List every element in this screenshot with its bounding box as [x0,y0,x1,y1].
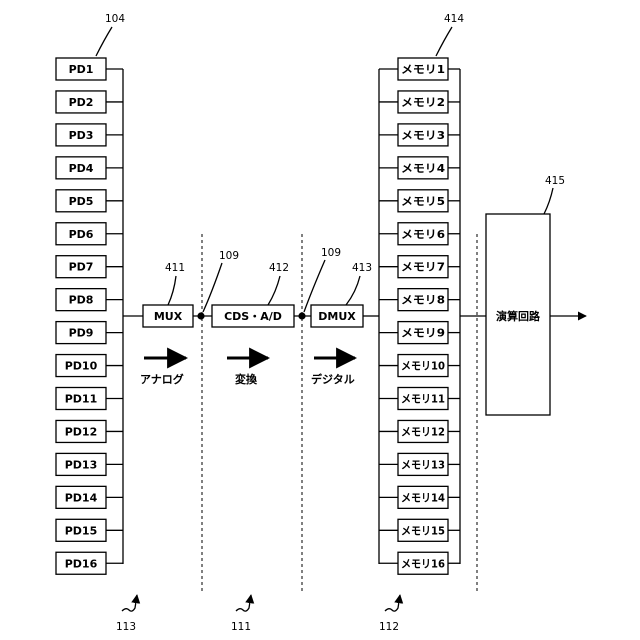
memory-column: メモリ1 メモリ2 メモリ3 メモリ4 メモリ5 メモリ6 メモリ7 メモリ8 メモリ9 メモリ1… [379,58,460,574]
memory-label: メモリ13 [401,458,445,471]
mux-label: MUX [154,310,183,323]
pd-label: PD12 [65,425,98,438]
ref-node-right: 109 [321,247,341,259]
pd-label: PD3 [69,129,94,142]
leader-calc [544,188,553,214]
leader-pd-group [96,27,112,56]
ref-region-analog: 113 [116,621,136,633]
memory-label: メモリ15 [401,524,445,537]
digital-caption: デジタル [311,372,355,386]
pd-label: PD1 [69,63,94,76]
pd-label: PD5 [69,195,94,208]
node-dot-left [197,312,204,319]
pd-label: PD16 [65,557,98,570]
ref-node-left: 109 [219,250,239,262]
squiggle-arrow-111 [236,595,251,611]
ref-pd-group: 104 [105,13,125,25]
pd-label: PD10 [65,360,98,373]
pd-label: PD15 [65,524,98,537]
cds-ad-label: CDS・A/D [224,310,282,323]
convert-caption: 変換 [235,372,258,386]
memory-label: メモリ8 [401,294,445,307]
pd-label: PD9 [69,327,94,340]
memory-label: メモリ11 [401,393,445,406]
pd-label: PD6 [69,228,94,241]
pd-label: PD4 [69,162,94,175]
leader-memory-group [436,27,452,56]
ref-mux: 411 [165,262,185,274]
ref-cds: 412 [269,262,289,274]
photodiode-column: PD1PD2PD3PD4PD5PD6PD7PD8PD9PD10PD11PD12P… [56,58,123,574]
memory-label: メモリ6 [401,228,445,241]
ref-region-digital: 112 [379,621,399,633]
memory-label: メモリ9 [401,327,445,340]
memory-label: メモリ10 [401,360,445,373]
leader-cds [268,276,280,305]
dmux-label: DMUX [318,310,356,323]
leader-dmux [346,276,360,305]
squiggle-arrow-112 [385,595,400,611]
ref-dmux: 413 [352,262,372,274]
memory-label: メモリ16 [401,557,445,570]
leader-mux [168,276,176,305]
analog-caption: アナログ [140,372,184,386]
pd-label: PD7 [69,261,94,274]
memory-label: メモリ5 [401,195,445,208]
pd-label: PD14 [65,491,98,504]
ref-region-convert: 111 [231,621,251,633]
pd-label: PD13 [65,458,98,471]
memory-label: メモリ3 [401,129,445,142]
memory-label: メモリ1 [401,63,445,76]
memory-label: メモリ12 [401,425,445,438]
memory-label: メモリ14 [401,491,445,504]
leader-node-right [304,260,325,312]
pd-label: PD11 [65,393,98,406]
memory-label: メモリ4 [401,162,445,175]
pd-label: PD2 [69,96,94,109]
memory-label: メモリ2 [401,96,445,109]
calc-circuit-label: 演算回路 [496,309,541,323]
squiggle-arrow-113 [122,595,137,611]
pd-label: PD8 [69,294,94,307]
ref-calc: 415 [545,175,565,187]
ref-memory-group: 414 [444,13,464,25]
memory-label: メモリ7 [401,261,445,274]
